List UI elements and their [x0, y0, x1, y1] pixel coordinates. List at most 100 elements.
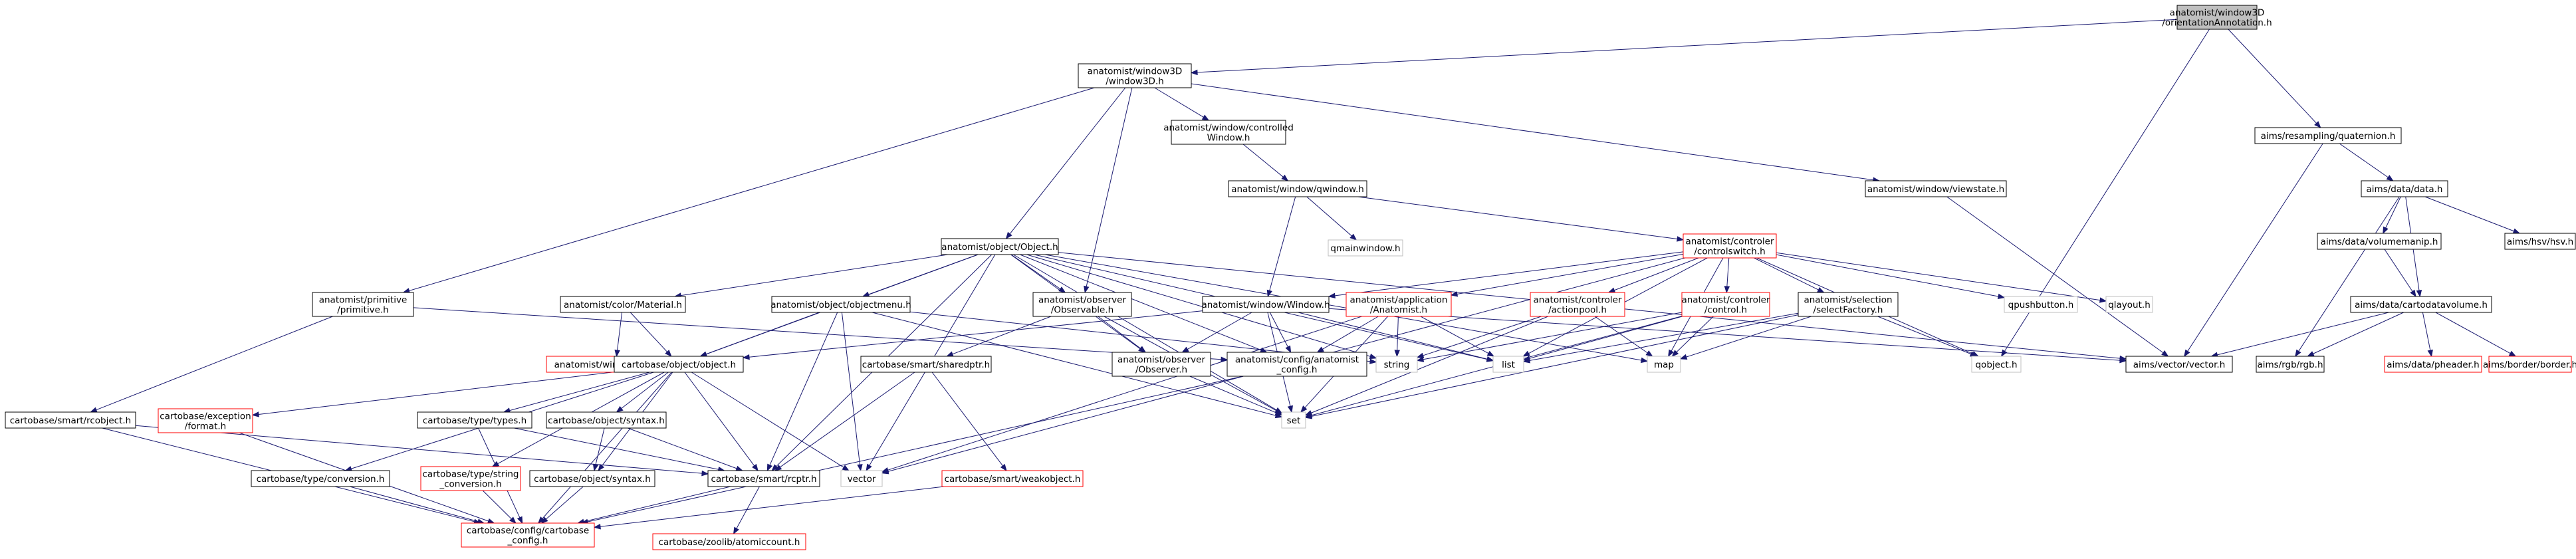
- node-rcobject[interactable]: cartobase/smart/rcobject.h: [5, 411, 136, 429]
- node-label: anatomist/controler: [1533, 295, 1622, 306]
- edge-selectfactory-to-set: [1304, 314, 1799, 419]
- node-box: [2317, 233, 2442, 250]
- node-atomiccount[interactable]: cartobase/zoolib/atomiccount.h: [652, 533, 806, 550]
- node-qwindow[interactable]: anatomist/window/qwindow.h: [1228, 180, 1367, 197]
- edge-selectfactory-to-qobject: [1877, 316, 1978, 357]
- node-box: [312, 292, 414, 317]
- node-volumemanip[interactable]: aims/data/volumemanip.h: [2317, 233, 2442, 250]
- edge-csyntax-to-cartoconfig: [540, 486, 584, 524]
- node-border[interactable]: aims/border/border.h: [2483, 356, 2576, 373]
- node-label: aims/data/cartodatavolume.h: [2355, 300, 2488, 310]
- arrowhead-icon: [2416, 289, 2422, 298]
- arrowhead-icon: [540, 516, 548, 524]
- edge-window3d-to-primitive: [402, 87, 1095, 294]
- node-cartodatavolume[interactable]: aims/data/cartodatavolume.h: [2350, 296, 2492, 313]
- arrowhead-icon: [487, 518, 495, 524]
- node-csyntax[interactable]: cartobase/object/syntax.h: [529, 470, 655, 487]
- edge-cartodatavolume-to-border: [2435, 312, 2517, 357]
- node-box: [1683, 233, 1777, 259]
- node-material[interactable]: anatomist/color/Material.h: [560, 296, 686, 313]
- node-label: anatomist/window/controlled: [1163, 123, 1294, 134]
- node-exception[interactable]: cartobase/exception/format.h: [158, 408, 253, 433]
- node-syntax[interactable]: cartobase/object/syntax.h: [546, 411, 667, 429]
- node-sharedptr[interactable]: cartobase/smart/sharedptr.h: [860, 356, 992, 373]
- node-label: cartobase/object/object.h: [622, 360, 736, 370]
- edge-windowh-to-cobject: [742, 310, 1203, 360]
- arrowhead-icon: [766, 463, 773, 472]
- node-rcptr[interactable]: cartobase/smart/rcptr.h: [707, 470, 820, 487]
- arrowhead-icon: [2119, 357, 2127, 364]
- arrowhead-icon: [774, 465, 782, 471]
- node-controlswitch[interactable]: anatomist/controler/controlswitch.h: [1683, 233, 1777, 259]
- arrowhead-icon: [857, 464, 863, 472]
- node-pheader[interactable]: aims/data/pheader.h: [2384, 356, 2482, 373]
- node-label: cartobase/smart/weakobject.h: [945, 474, 1081, 485]
- node-box: [417, 411, 532, 429]
- arrowhead-icon: [1316, 346, 1324, 353]
- node-stringconv[interactable]: cartobase/type/string_conversion.h: [420, 466, 521, 491]
- node-box: [1202, 296, 1330, 313]
- node-label: list: [1502, 360, 1515, 370]
- node-cobject[interactable]: cartobase/object/object.h: [614, 356, 744, 373]
- edge-qwindow-to-windowh: [1266, 196, 1296, 298]
- node-aimsdata[interactable]: aims/data/data.h: [2361, 180, 2448, 197]
- edge-syntax-to-csyntax: [592, 427, 605, 472]
- arrowhead-icon: [1416, 356, 1425, 362]
- edge-observable-to-sharedptr: [946, 316, 1052, 357]
- node-types[interactable]: cartobase/type/types.h: [417, 411, 532, 429]
- node-label: qmainwindow.h: [1330, 243, 1400, 254]
- edge-controlswitch-to-qlayout: [1776, 252, 2107, 303]
- node-observable[interactable]: anatomist/observer/Observable.h: [1032, 292, 1132, 317]
- node-observer[interactable]: anatomist/observer/Observer.h: [1112, 352, 1211, 377]
- node-conversion[interactable]: cartobase/type/conversion.h: [251, 470, 390, 487]
- node-label: /selectFactory.h: [1814, 305, 1883, 316]
- node-cartoconfig[interactable]: cartobase/config/cartobase_config.h: [461, 522, 595, 548]
- node-label: /controlswitch.h: [1694, 247, 1765, 257]
- arrowhead-icon: [1190, 69, 1198, 76]
- node-qpushbutton: qpushbutton.h: [2004, 296, 2078, 313]
- node-selectfactory[interactable]: anatomist/selection/selectFactory.h: [1798, 292, 1899, 317]
- edge-windowh-to-observer: [1181, 312, 1252, 353]
- node-box: [2254, 127, 2402, 144]
- edge-object-to-observable: [1010, 254, 1066, 293]
- arrowhead-icon: [251, 411, 259, 417]
- edge-window3d-to-viewstate: [1191, 83, 1881, 183]
- node-actionpool[interactable]: anatomist/controler/actionpool.h: [1530, 292, 1625, 317]
- node-label: set: [1287, 415, 1301, 426]
- node-label: cartobase/type/types.h: [423, 415, 527, 426]
- edge-application-to-vector: [881, 316, 1362, 473]
- arrowhead-icon: [1369, 354, 1377, 360]
- node-label: aims/vector/vector.h: [2133, 360, 2226, 370]
- node-vectorvector[interactable]: aims/vector/vector.h: [2125, 356, 2233, 373]
- node-quaternion[interactable]: aims/resampling/quaternion.h: [2254, 127, 2402, 144]
- arrowhead-icon: [665, 350, 672, 358]
- edge-controlswitch-to-control: [1724, 257, 1730, 294]
- arrowhead-icon: [537, 516, 545, 524]
- node-hsv[interactable]: aims/hsv/hsv.h: [2504, 233, 2576, 250]
- node-control[interactable]: anatomist/controler/control.h: [1681, 292, 1770, 317]
- node-window3d[interactable]: anatomist/window3D/window3D.h: [1078, 63, 1192, 88]
- node-label: /Observable.h: [1051, 305, 1113, 316]
- node-box: [840, 470, 883, 487]
- node-windowh[interactable]: anatomist/window/Window.h: [1201, 296, 1330, 313]
- edge-cobject-to-syntax: [616, 372, 669, 413]
- node-label: map: [1654, 360, 1674, 370]
- arrowhead-icon: [1668, 349, 1674, 358]
- node-viewstate[interactable]: anatomist/window/viewstate.h: [1865, 180, 2007, 197]
- node-objectmenu[interactable]: anatomist/object/objectmenu.h: [770, 296, 911, 313]
- node-label: anatomist/primitive: [319, 295, 408, 306]
- node-object[interactable]: anatomist/object/Object.h: [941, 238, 1059, 255]
- arrowhead-icon: [2314, 121, 2321, 129]
- node-primitive[interactable]: anatomist/primitive/primitive.h: [312, 292, 414, 317]
- node-anaconfig[interactable]: anatomist/config/anatomist_config.h: [1227, 352, 1367, 377]
- arrowhead-icon: [1416, 352, 1425, 358]
- node-box: [1798, 292, 1899, 317]
- arrowhead-icon: [2161, 350, 2169, 357]
- node-application[interactable]: anatomist/application/Anatomist.h: [1346, 292, 1452, 317]
- node-box: [158, 408, 253, 433]
- node-weakobject[interactable]: cartobase/smart/weakobject.h: [941, 470, 1084, 487]
- node-rgb[interactable]: aims/rgb/rgb.h: [2256, 356, 2325, 373]
- edge-cartodatavolume-to-vectorvector: [2210, 312, 2389, 358]
- arrowhead-icon: [592, 463, 599, 472]
